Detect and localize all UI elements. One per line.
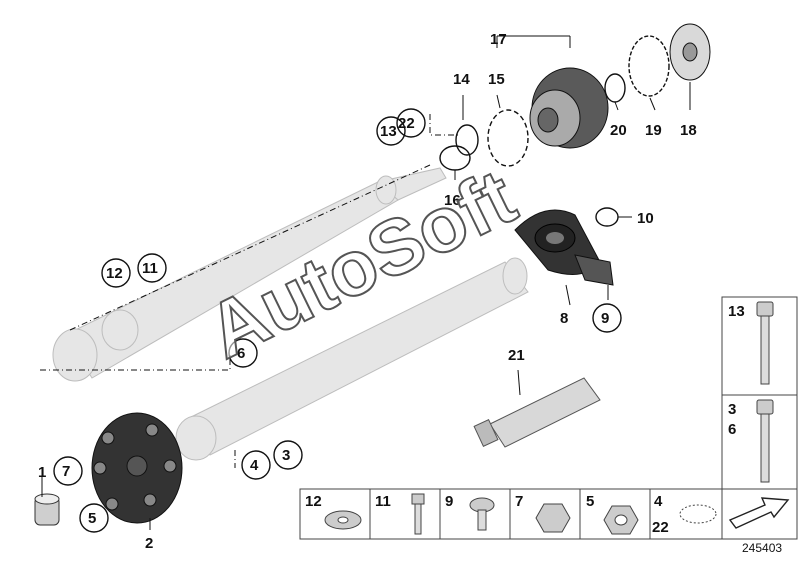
callout-13-ring	[376, 116, 406, 146]
callout-12-ring	[101, 258, 131, 288]
center-bearing-icon	[514, 209, 614, 286]
front-shaft	[175, 257, 529, 461]
gasket-19	[628, 35, 670, 97]
callout-14: 14	[453, 71, 470, 88]
cover-18	[669, 23, 711, 81]
circlip-ring	[595, 207, 619, 227]
screw-icon	[469, 497, 495, 531]
tile-lock-washer	[649, 488, 723, 540]
tile-label-22: 22	[652, 519, 669, 536]
grease-tube-icon	[473, 377, 601, 448]
nut-icon	[535, 503, 571, 533]
callout-11-ring	[137, 253, 167, 283]
callout-15: 15	[488, 71, 505, 88]
callout-labels: 17 14 15 13 22 16 20 19 18 10 12 11 8 9 …	[38, 31, 697, 552]
bolt-short-label-a: 3	[728, 401, 736, 418]
tile-label-9: 9	[445, 493, 453, 510]
tile-bolt	[369, 488, 441, 540]
callout-17: 17	[490, 31, 507, 48]
bolt-long-icon	[756, 301, 774, 385]
callout-10: 10	[637, 210, 654, 227]
callout-3-ring	[273, 440, 303, 470]
bottom-panel: 12 11 9 7 5 4 22	[299, 488, 798, 540]
tile-label-4: 4	[654, 493, 663, 510]
callout-6: 6	[237, 345, 245, 362]
callout-12: 12	[106, 265, 123, 282]
guibo-housing	[529, 67, 609, 149]
callout-20: 20	[610, 122, 627, 139]
callout-16: 16	[444, 192, 461, 209]
lock-washer-icon	[679, 504, 717, 524]
callout-3: 3	[282, 447, 290, 464]
bolt-icon	[411, 493, 425, 535]
bolt-long-label: 13	[728, 303, 745, 320]
diagram-id: 245403	[742, 541, 782, 555]
rear-shaft	[52, 167, 447, 382]
tile-label-11: 11	[375, 493, 391, 510]
callout-9: 9	[601, 310, 609, 327]
callout-11: 11	[142, 260, 158, 277]
callout-19: 19	[645, 122, 662, 139]
callout-22-ring	[396, 108, 426, 138]
arrow-icon	[728, 497, 790, 529]
tile-label-5: 5	[586, 493, 594, 510]
callout-5: 5	[88, 510, 96, 527]
tile-label-7: 7	[515, 493, 523, 510]
bolt-short-label-b: 6	[728, 421, 736, 438]
callout-6-ring	[228, 338, 258, 368]
seal-ring	[455, 124, 479, 156]
bushing-part	[34, 493, 60, 526]
callout-2: 2	[145, 535, 153, 552]
callout-22-upper: 22	[398, 115, 415, 132]
snap-ring-20	[604, 73, 626, 103]
flex-disc-icon	[91, 412, 183, 524]
callout-4-ring	[241, 450, 271, 480]
side-panel: 13 3 6	[721, 296, 798, 490]
callout-8: 8	[560, 310, 568, 327]
callout-1: 1	[38, 464, 46, 481]
callout-4: 4	[250, 457, 259, 474]
callout-7: 7	[62, 463, 70, 480]
callout-7-ring	[53, 456, 83, 486]
tile-label-12: 12	[305, 493, 322, 510]
leader-lines	[40, 35, 691, 530]
bolt-short-icon	[756, 399, 774, 483]
callout-13-upper: 13	[380, 123, 397, 140]
callout-21: 21	[508, 347, 525, 364]
retaining-plate	[487, 109, 529, 167]
callout-18: 18	[680, 122, 697, 139]
callout-5-ring	[79, 503, 109, 533]
callout-9-ring	[592, 303, 622, 333]
